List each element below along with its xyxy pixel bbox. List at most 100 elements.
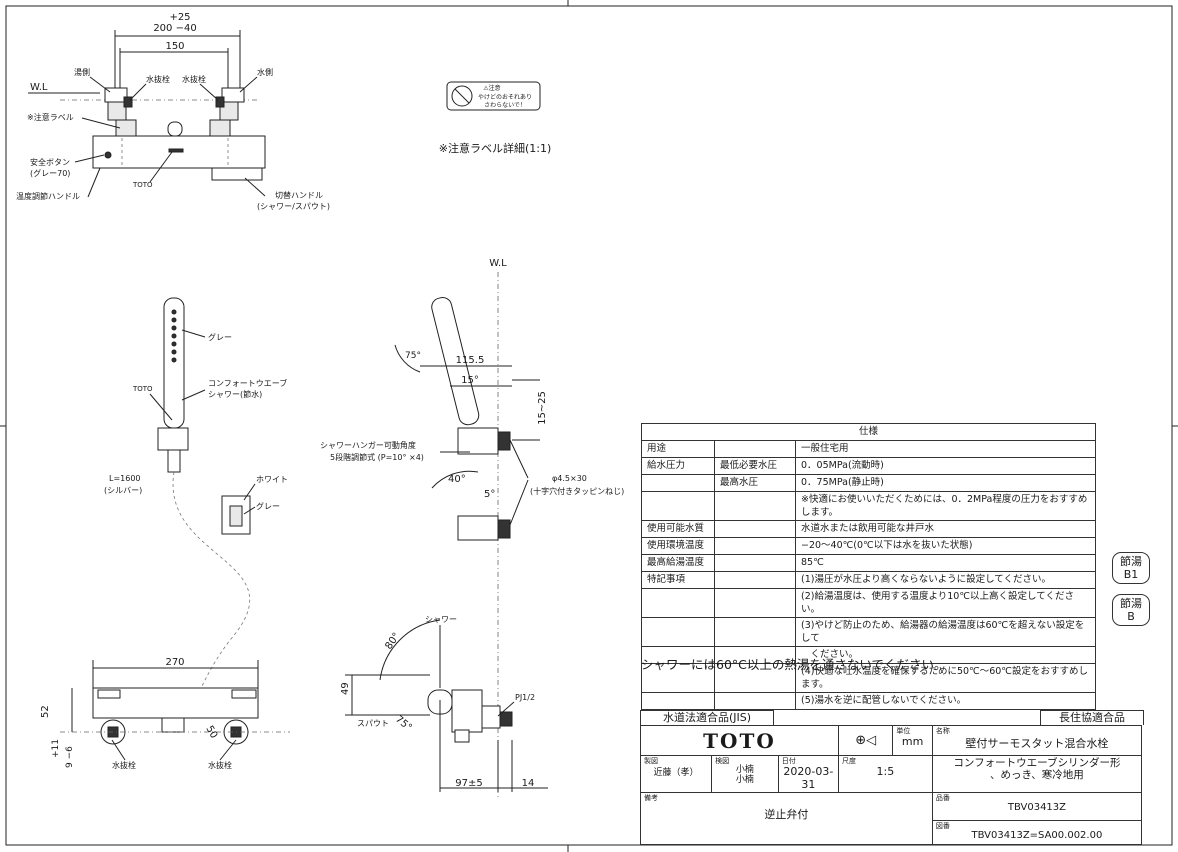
spec-cell: [714, 692, 796, 710]
side-angle5: 5°: [484, 489, 495, 500]
spec-cell: (5)湯水を逆に配管しないでください。: [795, 692, 1096, 710]
hanger-steps: 5段階調節式 (P=10° ×4): [330, 452, 424, 462]
shower-comfort-sub: シャワー(節水): [208, 389, 262, 399]
label-temp-handle: 温度調節ハンドル: [16, 191, 80, 201]
side-dim1155: 115.5: [456, 355, 485, 366]
scale-value: 1:5: [876, 765, 895, 778]
shower-head-view: グレー TOTO コンフォートウエーブ シャワー(節水) L=1600 (シルバ…: [104, 297, 288, 721]
front-drain-l: 水抜栓: [112, 760, 136, 770]
spec-cell: [714, 537, 796, 555]
shower-gray: グレー: [208, 332, 232, 342]
seal-b1-top: 節湯: [1120, 555, 1142, 568]
spec-cell: [714, 520, 796, 538]
side-angle75: 75°: [405, 351, 421, 361]
spec-cell: 0．05MPa(流動時): [795, 457, 1096, 475]
spec-row: 特記事項 (1)湯圧が水圧より高くならないように設定してください。: [641, 571, 1096, 589]
spec-cell: 一般住宅用: [795, 440, 1096, 458]
checked-by-1: 小楠: [735, 765, 754, 775]
label-toto-mark: TOTO: [132, 181, 153, 189]
shower-comfort: コンフォートウエーブ: [208, 378, 287, 388]
product-name-3: 、めっき、寒冷地用: [990, 769, 1084, 781]
seal-b1-bottom: B1: [1123, 568, 1139, 581]
seal-b-bottom: B: [1127, 610, 1135, 623]
drawn-label: 製図: [644, 757, 658, 765]
name-label: 名称: [935, 727, 950, 735]
product-name-1: 壁付サーモスタット混合水栓: [965, 737, 1109, 750]
safety-button-mark: [104, 151, 112, 159]
label-switch-sub: (シャワー/スパウト): [257, 202, 330, 211]
spec-cell: [714, 588, 796, 618]
remarks-value: 逆止弁付: [764, 808, 809, 821]
checked-label: 検図: [715, 757, 730, 765]
spec-cell: [641, 588, 715, 618]
unit-label: 単位: [896, 727, 911, 735]
product-name-2: コンフォートウエーブシリンダー形: [953, 757, 1121, 769]
spec-row: (4)快適な吐水温度を確保するために50℃〜60℃設定をおすすめします。: [641, 663, 1096, 693]
spec-cell: 最高給湯温度: [641, 554, 715, 572]
unit-value: mm: [901, 735, 924, 748]
long-life-tag: 長住協適合品: [1040, 710, 1144, 725]
brand-logo: TOTO: [640, 725, 839, 756]
date-value: 2020-03-31: [783, 765, 834, 791]
dim-270: 270: [165, 657, 184, 668]
spec-cell: [641, 491, 715, 521]
dim-9m6: 9 −6: [65, 746, 75, 768]
label-safety-color: (グレー70): [30, 168, 70, 178]
hot-water-warning: シャワーには60°C以上の熱湯を通さないでください。: [641, 657, 947, 672]
spout-shower: シャワー: [425, 615, 457, 624]
side-wl: W.L: [489, 258, 507, 269]
hanger-white: ホワイト: [256, 475, 288, 484]
spec-cell: (4)快適な吐水温度を確保するために50℃〜60℃設定をおすすめします。: [795, 663, 1096, 693]
side-angle40: 40°: [448, 474, 466, 485]
spec-cell: 特記事項: [641, 571, 715, 589]
seal-b-top: 節湯: [1120, 597, 1142, 610]
spec-cell: 最低必要水圧: [714, 457, 796, 475]
spout-dim14: 14: [522, 778, 535, 789]
dim-plus25: +25: [169, 12, 190, 23]
jis-tag: 水道法適合品(JIS): [640, 710, 774, 725]
caution-line1: ⚠注意: [483, 84, 500, 92]
spec-cell: (1)湯圧が水圧より高くならないように設定してください。: [795, 571, 1096, 589]
side-angle15: 15°: [461, 375, 479, 386]
seal-b1: 節湯 B1: [1112, 552, 1150, 584]
spec-row: ※快適にお使いいただくためには、0．2MPa程度の圧力をおすすめします。: [641, 491, 1096, 521]
dim-150: 150: [165, 41, 184, 52]
label-drain-l: 水抜栓: [146, 74, 170, 84]
spec-row: 使用環境温度−20〜40℃(0℃以下は水を抜いた状態): [641, 537, 1096, 555]
spec-cell: [641, 692, 715, 710]
spec-cell: (3)やけど防止のため、給湯器の給湯温度は60℃を超えない設定をして: [795, 617, 1096, 647]
spec-cell: ※快適にお使いいただくためには、0．2MPa程度の圧力をおすすめします。: [795, 491, 1096, 521]
hanger-gray: グレー: [256, 501, 280, 511]
spout-dim97: 97±5: [455, 778, 482, 789]
spec-cell: 用途: [641, 440, 715, 458]
hose-length: L=1600: [109, 474, 141, 483]
side-shower-head: [431, 297, 480, 426]
scale-label: 尺度: [841, 757, 856, 765]
caution-line3: さわらないで！: [484, 102, 526, 109]
hose-color: (シルバー): [104, 486, 142, 495]
dim-50: 50: [203, 724, 219, 741]
spec-cell: 最高水圧: [714, 474, 796, 492]
spec-cell: (2)給湯温度は、使用する温度より10℃以上高く設定してください。: [795, 588, 1096, 618]
dim-plus11: +11: [51, 739, 61, 758]
drawing-label: 図番: [935, 822, 950, 830]
spout-dim49: 49: [340, 682, 351, 695]
label-caution: ※注意ラベル: [27, 112, 74, 122]
drawn-by: 近藤（孝）: [653, 768, 699, 778]
spec-cell: −20〜40℃(0℃以下は水を抜いた状態): [795, 537, 1096, 555]
spec-row: 用途 一般住宅用: [641, 440, 1096, 458]
front-drain-r: 水抜栓: [208, 760, 232, 770]
spout-pj: PJ1/2: [515, 693, 535, 702]
spec-row: 使用可能水質水道水または飲用可能な井戸水: [641, 520, 1096, 538]
dim-200: 200 −40: [153, 23, 196, 34]
spec-cell: [714, 491, 796, 521]
spec-row: (5)湯水を逆に配管しないでください。: [641, 692, 1096, 710]
label-drain-r: 水抜栓: [182, 74, 206, 84]
spec-cell: 使用可能水質: [641, 520, 715, 538]
label-hot-side: 湯側: [74, 67, 90, 77]
front-view: 270 52 50 +11 9 −6 水抜栓 水抜栓: [40, 657, 290, 770]
